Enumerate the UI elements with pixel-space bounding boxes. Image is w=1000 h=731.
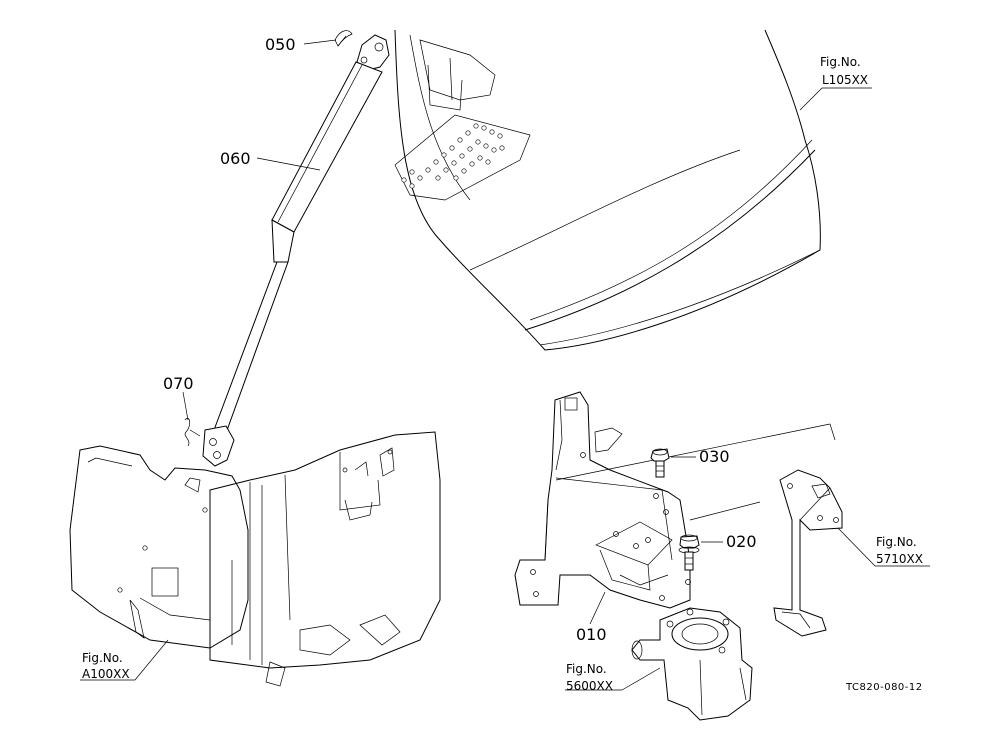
part-number-010: 010 <box>576 625 607 644</box>
hood-cover-illustration <box>394 29 821 351</box>
figure-ref-5600-label: Fig.No. <box>566 662 607 676</box>
part-number-060: 060 <box>220 149 251 168</box>
figure-ref-a100-label: Fig.No. <box>82 651 123 665</box>
figure-ref-l105-number: L105XX <box>822 73 868 87</box>
bolt-030 <box>650 448 670 478</box>
figure-ref-a100-number: A100XX <box>82 667 130 681</box>
leader-line-050 <box>303 39 337 45</box>
clip-070 <box>184 418 201 447</box>
right-support-bracket <box>773 469 843 637</box>
figure-ref-5710-label: Fig.No. <box>876 535 917 549</box>
part-number-050: 050 <box>265 35 296 54</box>
part-number-070: 070 <box>163 374 194 393</box>
leader-line-l105 <box>799 87 823 111</box>
reference-line-lower <box>689 501 761 521</box>
bracket-010 <box>514 391 691 609</box>
front-side-panel-assembly <box>69 431 441 687</box>
leader-line-5600 <box>621 667 661 691</box>
bolt-020 <box>678 534 700 571</box>
leader-line-070 <box>182 391 189 421</box>
part-number-030: 030 <box>699 447 730 466</box>
vent-holes <box>401 123 505 189</box>
figure-ref-l105-label: Fig.No. <box>820 55 861 69</box>
leader-line-010 <box>589 591 606 625</box>
reference-line-upper <box>555 423 831 481</box>
gas-strut-060 <box>202 34 390 467</box>
leader-line-5710 <box>837 527 876 567</box>
leader-line-060 <box>256 157 321 171</box>
leader-line-a100 <box>134 639 169 681</box>
drawing-code: TC820-080-12 <box>845 682 923 693</box>
clip-050 <box>334 30 353 47</box>
figure-ref-5600-number: 5600XX <box>566 679 613 693</box>
figure-ref-5710-number: 5710XX <box>876 552 923 566</box>
part-number-020: 020 <box>726 532 757 551</box>
thermostat-housing <box>631 607 753 721</box>
reference-line-tick <box>829 423 836 441</box>
